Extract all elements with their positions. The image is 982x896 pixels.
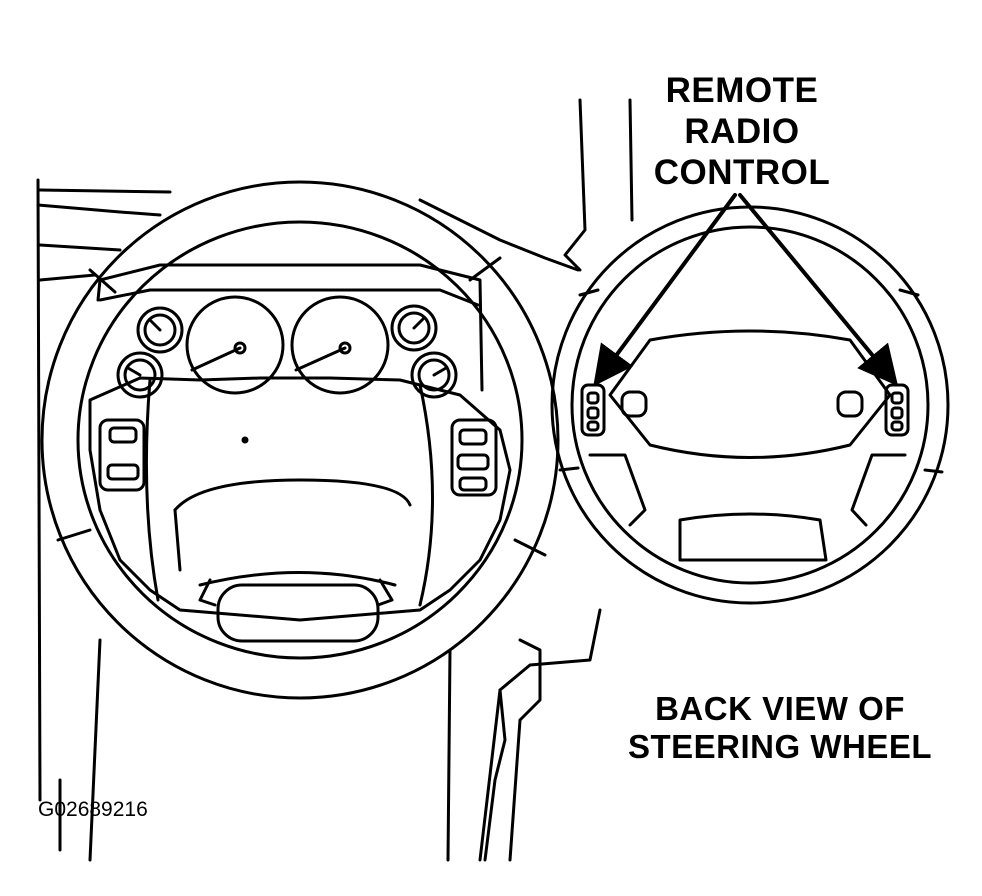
airbag-hub — [88, 376, 512, 643]
remote-radio-switch-left — [98, 418, 146, 492]
instrument-cluster — [96, 263, 484, 399]
front-steering-wheel — [40, 180, 560, 700]
callout-line: CONTROL — [653, 153, 831, 192]
speedometer-icon — [185, 295, 285, 395]
callout-line: BACK VIEW OF — [655, 690, 905, 727]
back-switch-left — [580, 383, 606, 437]
figure-id: G02689216 — [38, 798, 148, 821]
gauge-top-left-icon — [136, 306, 184, 354]
tachometer-icon — [290, 295, 390, 395]
back-view-steering-wheel — [550, 205, 950, 605]
remote-radio-control-label: REMOTE RADIO CONTROL — [622, 70, 862, 193]
gauge-bottom-left-icon — [116, 351, 164, 399]
callout-line: REMOTE — [665, 71, 819, 110]
dashboard-outline — [36, 98, 634, 862]
gauge-top-right-icon — [390, 304, 438, 352]
callout-line: STEERING WHEEL — [627, 728, 933, 765]
back-view-label: BACK VIEW OF STEERING WHEEL — [610, 690, 950, 766]
callout-line: RADIO — [684, 112, 800, 151]
remote-radio-switch-right — [450, 418, 498, 497]
gauge-bottom-right-icon — [410, 351, 458, 399]
callout-arrows — [593, 193, 899, 387]
